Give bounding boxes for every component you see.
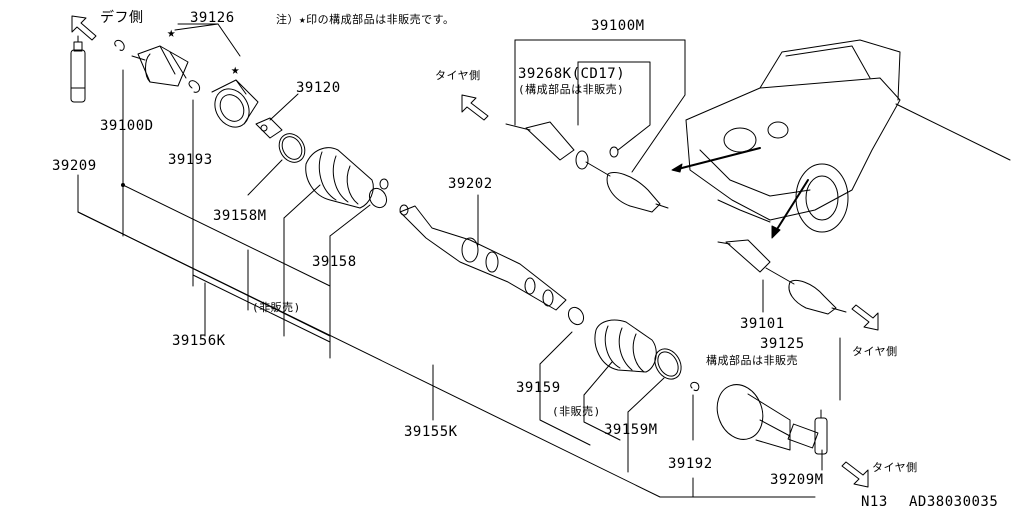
note-star-parts: 注）★印の構成部品は非販売です。 <box>276 13 455 26</box>
part-39192-clip <box>690 381 700 391</box>
leader-39126 <box>177 23 241 57</box>
part-inner-boot <box>305 147 374 209</box>
leader-39158 <box>329 204 371 237</box>
part-note-39268K: (構成部品は非販売) <box>518 83 625 96</box>
part-39158-band <box>368 178 389 209</box>
tire-side-label: タイヤ側 <box>435 69 481 82</box>
leader-39158M <box>247 159 283 196</box>
part-39120-small <box>255 117 283 139</box>
part-label-39202: 39202 <box>448 176 493 192</box>
part-label-39100M: 39100M <box>591 18 645 34</box>
part-label-39125: 39125 <box>760 336 805 352</box>
part-label-39158M: 39158M <box>213 208 267 224</box>
tire-side-label: タイヤ側 <box>852 345 898 358</box>
leader-39159 <box>539 363 591 446</box>
part-label-39268K: 39268K(CD17) <box>518 66 626 82</box>
part-label-39192: 39192 <box>668 456 713 472</box>
part-label-39158: 39158 <box>312 254 357 270</box>
part-39159-band <box>567 306 585 326</box>
part-label-39156K: 39156K <box>172 333 226 349</box>
tire-side-label: タイヤ側 <box>872 461 918 474</box>
part-39100M-assembly <box>505 121 669 213</box>
arrow-tire-side-3 <box>841 461 869 488</box>
part-39125-outer-joint <box>716 384 819 451</box>
part-outer-boot <box>594 319 657 373</box>
vehicle-pointer-arrows <box>671 147 809 239</box>
part-label-39193: 39193 <box>168 152 213 168</box>
part-39126-housing <box>131 45 189 87</box>
part-39202-shaft <box>399 204 567 311</box>
part-39209M-grease <box>814 409 828 455</box>
vehicle-front <box>685 39 1011 233</box>
part-39209-grease <box>70 35 86 103</box>
direction-arrows <box>71 15 879 488</box>
part-label-39126: 39126 <box>190 10 235 26</box>
part-note-39125: 構成部品は非販売 <box>706 354 798 367</box>
star-mark: ★ <box>231 62 240 78</box>
page-number: N13 <box>861 494 888 510</box>
part-39158M-band <box>278 133 306 163</box>
part-label-39159M: 39159M <box>604 422 658 438</box>
part-label-39155K: 39155K <box>404 424 458 440</box>
leader-lines <box>77 23 841 498</box>
part-39193-clip <box>188 80 201 93</box>
part-label-39159: 39159 <box>516 380 561 396</box>
part-label-39101: 39101 <box>740 316 785 332</box>
part-label-39120: 39120 <box>296 80 341 96</box>
diagram-code: AD38030035 <box>909 494 999 510</box>
arrow-tire-side-1 <box>461 94 489 121</box>
part-spider-assembly <box>211 79 259 128</box>
part-39159M-band <box>654 348 682 380</box>
part-label-39209M: 39209M <box>770 472 824 488</box>
star-mark: ★ <box>167 25 176 41</box>
not-for-sale-label: (非販売) <box>552 405 601 418</box>
baseline-39209-to-39209M <box>77 174 816 498</box>
arrow-tire-side-2 <box>851 304 879 331</box>
part-39101-assembly <box>717 239 847 315</box>
part-label-39100D: 39100D <box>100 118 154 134</box>
part-label-39209: 39209 <box>52 158 97 174</box>
leader-39120 <box>269 93 299 121</box>
diff-side-label: デフ側 <box>100 10 144 26</box>
part-39100D-ring <box>114 39 125 51</box>
arrow-diff-side <box>71 15 97 41</box>
not-for-sale-label: (非販売) <box>252 301 301 314</box>
